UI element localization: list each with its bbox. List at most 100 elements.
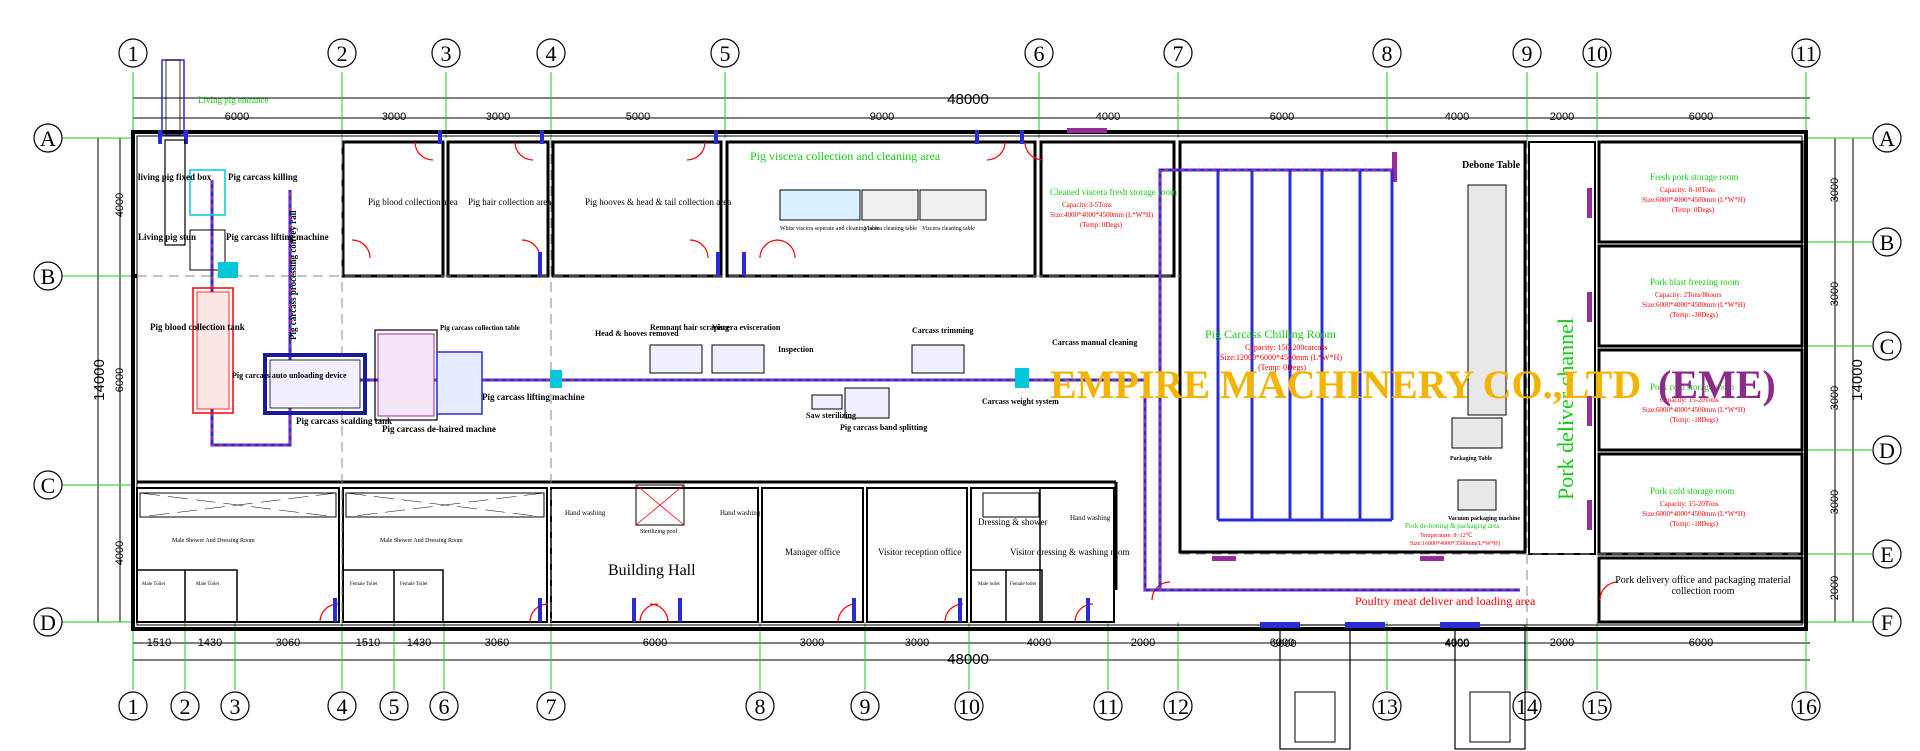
svg-text:3000: 3000 bbox=[1829, 386, 1841, 410]
svg-text:B: B bbox=[1880, 230, 1895, 255]
svg-text:6: 6 bbox=[1034, 41, 1045, 66]
svg-text:6000: 6000 bbox=[643, 637, 667, 649]
axis-marker: 9 bbox=[850, 691, 880, 721]
cleaned-viscera-temp: (Temp: 0Degs) bbox=[1080, 221, 1123, 229]
fresh-pork-capacity: Capacity: 8-10Tons bbox=[1660, 186, 1715, 194]
svg-text:D: D bbox=[40, 610, 56, 635]
axis-marker: A bbox=[33, 123, 63, 153]
dressing-shower-label: Dressing & shower bbox=[978, 517, 1048, 527]
dehaired-machine-label: Pig carcass de-haired machne bbox=[382, 424, 496, 434]
blast-capacity: Capacity: 2Tons/8hours bbox=[1655, 291, 1722, 299]
pork-delivery-office-label: Pork delivery office and packaging mater… bbox=[1615, 575, 1791, 597]
deliver-channel-label: Pork deliver channel bbox=[1553, 318, 1578, 500]
axis-marker: 10 bbox=[954, 691, 984, 721]
collection-table-label: Pig carcass collection table bbox=[440, 324, 520, 332]
chilling-temp: (Temp: 0Degs) bbox=[1258, 363, 1306, 372]
svg-text:7: 7 bbox=[546, 694, 557, 719]
watermark-company: EMPIRE MACHINERY CO.,LTD bbox=[1050, 362, 1641, 407]
svg-text:3060: 3060 bbox=[276, 637, 300, 649]
svg-text:8: 8 bbox=[755, 694, 766, 719]
svg-text:F: F bbox=[1881, 610, 1893, 635]
equipment bbox=[139, 59, 1526, 750]
deboning-temp: Temperature: 8~12℃ bbox=[1420, 533, 1473, 539]
pig-blood-collection-tank-label: Pig blood collection tank bbox=[150, 322, 245, 332]
axis-marker: 7 bbox=[1163, 38, 1193, 68]
fresh-pork-label: Fresh pork storage room bbox=[1650, 172, 1738, 182]
svg-text:14000: 14000 bbox=[91, 359, 108, 401]
svg-text:4000: 4000 bbox=[1027, 637, 1051, 649]
dock-dim-1: 3000 bbox=[1272, 638, 1296, 650]
bottom-axis-lines bbox=[132, 622, 1807, 690]
svg-text:6000: 6000 bbox=[114, 368, 126, 392]
svg-text:1510: 1510 bbox=[147, 637, 171, 649]
blast-freezing-label: Pork blast freezing room bbox=[1650, 277, 1739, 287]
svg-text:16: 16 bbox=[1795, 694, 1817, 719]
axis-marker: 13 bbox=[1372, 691, 1402, 721]
hand-washing-3-label: Hand washing bbox=[1070, 514, 1111, 522]
svg-text:A: A bbox=[1879, 126, 1895, 151]
doors bbox=[319, 141, 1619, 623]
labels-process-line: Pig carcass scalding tank Pig carcass de… bbox=[296, 323, 1137, 434]
axis-marker: 5 bbox=[379, 691, 409, 721]
cold-storage-2-capacity: Capacity: 15-20Tons bbox=[1660, 500, 1719, 508]
cold-storage-2-size: Size:6000*4000*4500mm (L*W*H) bbox=[1642, 510, 1746, 518]
visitor-dressing-label: Visitor dressing & washing room bbox=[1010, 547, 1129, 557]
female-toilet-3-label: Female toilet bbox=[1010, 582, 1037, 587]
convey-rail-label: Pig carcass processing convey rail bbox=[288, 210, 298, 340]
cold-storage-1-size: Size:6000*4000*4500mm (L*W*H) bbox=[1642, 406, 1746, 414]
svg-text:6000: 6000 bbox=[1270, 111, 1294, 123]
axis-marker: B bbox=[1872, 227, 1902, 257]
svg-text:7: 7 bbox=[1173, 41, 1184, 66]
deboning-size: Size:16000*4000*3500mm(L*W*H) bbox=[1410, 540, 1500, 547]
hand-washing-1-label: Hand washing bbox=[565, 509, 606, 517]
axis-marker: D bbox=[33, 607, 63, 637]
dimension-text-top: 48000 6000 3000 3000 5000 9000 4000 6000… bbox=[225, 91, 1713, 123]
svg-text:3000: 3000 bbox=[800, 637, 824, 649]
svg-text:4000: 4000 bbox=[1445, 111, 1469, 123]
svg-text:15: 15 bbox=[1586, 694, 1608, 719]
svg-text:3000: 3000 bbox=[486, 111, 510, 123]
blast-temp: (Temp: -30Degs) bbox=[1670, 311, 1719, 319]
viscera-table-1-label: Viscera cleaning table bbox=[864, 226, 917, 232]
living-pig-fixed-box-label: living pig fixed box bbox=[138, 172, 212, 182]
svg-text:5000: 5000 bbox=[626, 111, 650, 123]
viscera-table-2-label: Viscera cleaning table bbox=[922, 226, 975, 232]
svg-text:10: 10 bbox=[958, 694, 980, 719]
svg-text:10: 10 bbox=[1586, 41, 1608, 66]
axis-marker: C bbox=[33, 470, 63, 500]
remnant-hair-label: Remnant hair scraping bbox=[650, 323, 729, 332]
svg-text:C: C bbox=[41, 473, 56, 498]
cleaned-viscera-size: Size:4000*4000*4500mm (L*W*H) bbox=[1050, 211, 1154, 219]
male-shower-2-label: Male Shower And Dressing Room bbox=[380, 538, 463, 544]
svg-text:3000: 3000 bbox=[1829, 490, 1841, 514]
svg-text:E: E bbox=[1880, 542, 1893, 567]
band-splitting-label: Pig carcass band splitting bbox=[840, 423, 927, 432]
debone-table-label: Debone Table bbox=[1462, 160, 1521, 171]
blood-area-label: Pig blood collection area bbox=[368, 197, 458, 207]
svg-text:4000: 4000 bbox=[1096, 111, 1120, 123]
axis-marker: 4 bbox=[327, 691, 357, 721]
axis-marker: 16 bbox=[1791, 691, 1821, 721]
axis-marker: B bbox=[33, 261, 63, 291]
svg-text:9: 9 bbox=[1522, 41, 1533, 66]
male-toilet-3-label: Male toilet bbox=[978, 582, 1000, 587]
svg-text:5: 5 bbox=[389, 694, 400, 719]
svg-text:1430: 1430 bbox=[198, 637, 222, 649]
svg-text:6000: 6000 bbox=[1689, 637, 1713, 649]
hand-washing-2-label: Hand washing bbox=[720, 509, 761, 517]
svg-text:5: 5 bbox=[720, 41, 731, 66]
svg-text:3000: 3000 bbox=[382, 111, 406, 123]
svg-text:4: 4 bbox=[337, 694, 348, 719]
svg-text:14: 14 bbox=[1516, 694, 1538, 719]
svg-text:3: 3 bbox=[441, 41, 452, 66]
svg-text:2: 2 bbox=[337, 41, 348, 66]
cleaned-viscera-label: Cleaned viscera fresh storage room bbox=[1050, 187, 1177, 197]
svg-text:9: 9 bbox=[860, 694, 871, 719]
axis-markers-bottom: 1 2 3 4 5 6 7 8 9 10 11 12 13 14 15 16 bbox=[118, 691, 1821, 721]
axis-marker: 12 bbox=[1163, 691, 1193, 721]
axis-marker: A bbox=[1872, 123, 1902, 153]
head-hooves-label: Head & hooves removed bbox=[595, 329, 679, 338]
svg-text:3000: 3000 bbox=[905, 637, 929, 649]
inspection-label: Inspection bbox=[778, 345, 814, 354]
